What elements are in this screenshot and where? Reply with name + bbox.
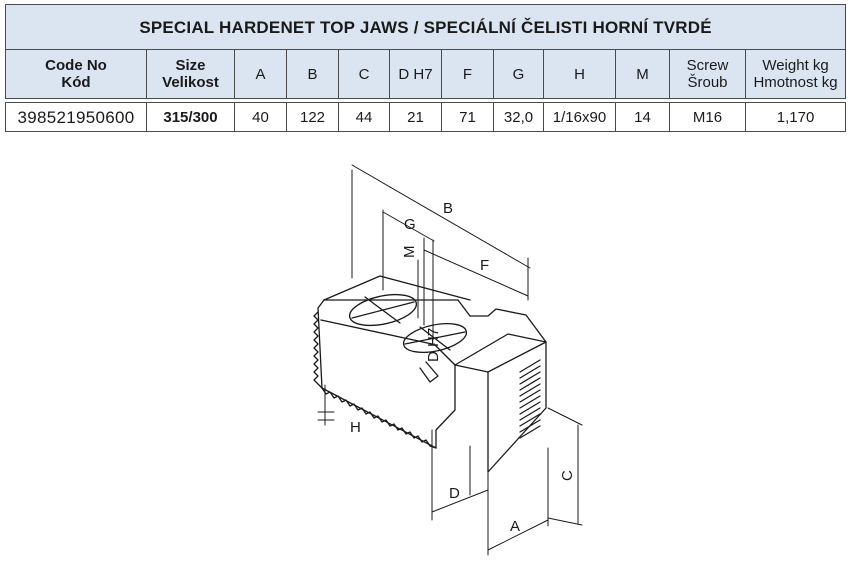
dim-label-f: F bbox=[480, 257, 489, 274]
left-serration bbox=[313, 311, 323, 389]
header-screw: Screw Šroub bbox=[669, 49, 746, 99]
dim-label-d: D bbox=[449, 485, 460, 502]
dim-label-g: G bbox=[404, 216, 416, 233]
header-size-cz: Velikost bbox=[162, 74, 219, 91]
cell-weight: 1,170 bbox=[744, 102, 847, 132]
header-screw-cz: Šroub bbox=[687, 74, 728, 91]
dim-label-b: B bbox=[443, 200, 453, 217]
header-weight-cz: Hmotnost kg bbox=[753, 74, 838, 91]
header-g: G bbox=[493, 49, 544, 99]
dim-label-a: A bbox=[510, 518, 520, 535]
header-m: M bbox=[615, 49, 670, 99]
header-weight-en: Weight kg bbox=[762, 57, 829, 74]
dim-label-c: C bbox=[559, 470, 576, 481]
spec-table: SPECIAL HARDENET TOP JAWS / SPECIÁLNÍ ČE… bbox=[4, 4, 847, 132]
bottom-serration bbox=[321, 387, 437, 449]
header-code-en: Code No bbox=[45, 57, 107, 74]
cell-c: 44 bbox=[338, 102, 390, 132]
header-b: B bbox=[286, 49, 339, 99]
cell-d: 21 bbox=[389, 102, 442, 132]
cell-h: 1/16x90 bbox=[543, 102, 616, 132]
right-serration bbox=[519, 359, 541, 439]
header-a: A bbox=[234, 49, 287, 99]
dim-label-m: M bbox=[401, 246, 418, 259]
cell-screw: M16 bbox=[669, 102, 746, 132]
header-c: C bbox=[338, 49, 390, 99]
table-title: SPECIAL HARDENET TOP JAWS / SPECIÁLNÍ ČE… bbox=[4, 4, 847, 50]
table-row: 398521950600 315/300 40 122 44 21 71 32,… bbox=[5, 102, 847, 132]
hole-2 bbox=[402, 322, 468, 354]
dim-label-h: H bbox=[350, 419, 361, 436]
header-size-en: Size bbox=[175, 57, 206, 74]
cell-m: 14 bbox=[615, 102, 670, 132]
header-screw-en: Screw bbox=[686, 57, 729, 74]
jaw-body-outline bbox=[317, 299, 547, 473]
header-size: Size Velikost bbox=[146, 49, 235, 99]
header-f: F bbox=[441, 49, 494, 99]
header-h: H bbox=[543, 49, 616, 99]
cell-b: 122 bbox=[286, 102, 339, 132]
cell-f: 71 bbox=[441, 102, 494, 132]
dim-label-d-h7: D H7 bbox=[425, 328, 442, 362]
cell-g: 32,0 bbox=[493, 102, 544, 132]
header-weight: Weight kg Hmotnost kg bbox=[744, 49, 847, 99]
cell-code: 398521950600 bbox=[5, 102, 147, 132]
hole-1 bbox=[348, 293, 418, 327]
header-code-cz: Kód bbox=[61, 74, 91, 91]
header-d: D H7 bbox=[389, 49, 442, 99]
cell-size: 315/300 bbox=[146, 102, 235, 132]
